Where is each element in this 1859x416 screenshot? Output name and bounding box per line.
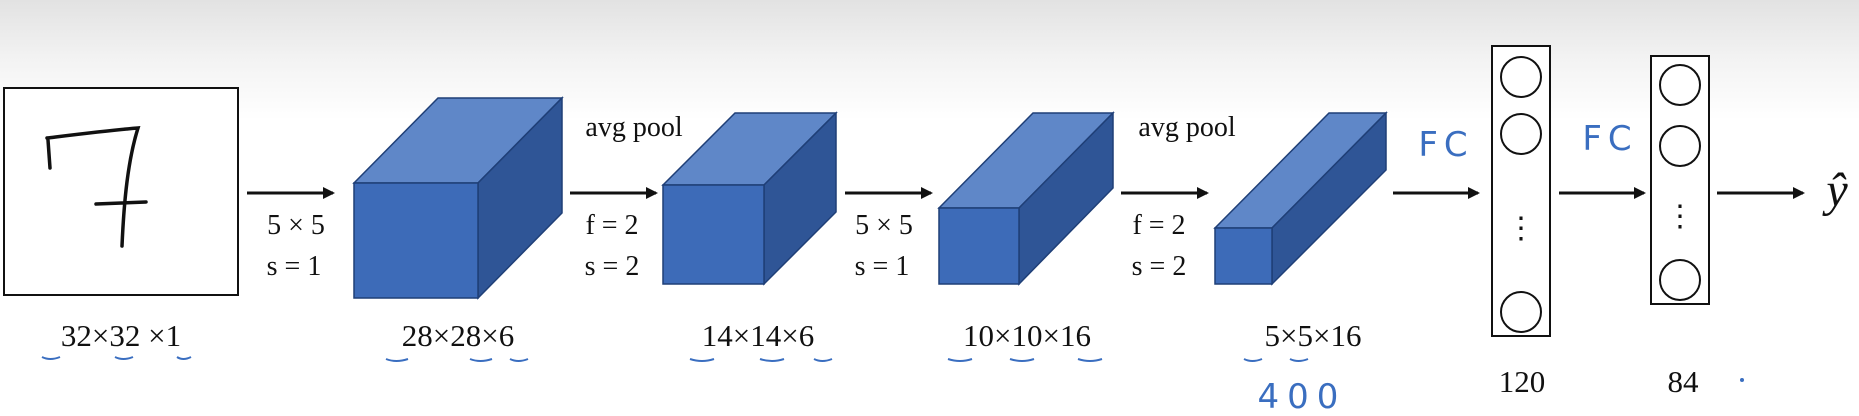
op-param: 5 × 5 <box>267 210 325 241</box>
volume-dims: 28×28×6 <box>402 318 514 353</box>
input-dims-underline-ticks <box>41 356 192 360</box>
fc-units: 84 <box>1668 364 1700 399</box>
neuron-circle <box>1500 291 1542 333</box>
volume-front <box>353 182 479 299</box>
volume-28x28x6 <box>352 96 564 300</box>
fc-label: FC <box>1418 125 1473 165</box>
fc-layer-120: ⋮ <box>1491 45 1551 337</box>
neuron-circle <box>1659 259 1701 301</box>
ellipsis-dots: ⋮ <box>1665 200 1695 233</box>
flattened-size-note: 400 <box>1258 377 1347 416</box>
input-image-frame <box>3 87 239 296</box>
volume-dims-underline-ticks <box>1243 358 1309 362</box>
op-param: s = 2 <box>1132 251 1187 282</box>
volume-front <box>938 207 1020 285</box>
op-title: avg pool <box>1138 112 1235 143</box>
ellipsis-dots: ⋮ <box>1506 212 1536 245</box>
op-param: 5 × 5 <box>855 210 913 241</box>
neuron-circle <box>1500 56 1542 98</box>
volume-dims: 5×5×16 <box>1265 318 1362 353</box>
volume-dims-underline-ticks <box>947 358 1103 362</box>
op-param: s = 2 <box>585 251 640 282</box>
op-param: s = 1 <box>855 251 910 282</box>
stray-dot <box>1740 378 1744 382</box>
input-dims: 32×32 ×1 <box>61 318 181 353</box>
volume-dims-underline-ticks <box>385 358 529 362</box>
volume-14x14x6 <box>661 111 838 286</box>
volume-front <box>662 184 765 285</box>
volume-10x10x16 <box>937 111 1115 286</box>
volume-5x5x16 <box>1213 111 1388 286</box>
fc-layer-84: ⋮ <box>1650 55 1710 305</box>
fc-label: FC <box>1582 119 1637 159</box>
op-param: f = 2 <box>585 210 638 241</box>
neuron-circle <box>1659 64 1701 106</box>
neuron-circle <box>1500 113 1542 155</box>
neuron-circle <box>1659 125 1701 167</box>
fc-units: 120 <box>1499 364 1546 399</box>
volume-dims-underline-ticks <box>689 358 833 362</box>
volume-dims: 14×14×6 <box>702 318 814 353</box>
op-param: f = 2 <box>1132 210 1185 241</box>
op-param: s = 1 <box>267 251 322 282</box>
output-symbol: ŷ <box>1821 164 1848 217</box>
volume-front <box>1214 227 1273 285</box>
handwritten-seven <box>45 126 148 248</box>
op-title: avg pool <box>585 112 682 143</box>
volume-dims: 10×10×16 <box>963 318 1091 353</box>
input-image <box>3 87 239 296</box>
